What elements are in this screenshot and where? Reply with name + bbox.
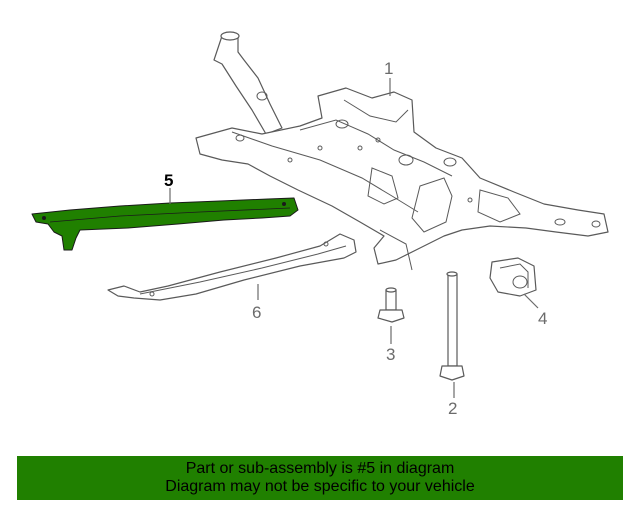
callout-6[interactable]: 6 (252, 303, 261, 322)
part-2-long-bolt[interactable] (439, 271, 465, 381)
callout-2[interactable]: 2 (448, 399, 457, 418)
callout-4[interactable]: 4 (538, 309, 547, 328)
callout-5[interactable]: 5 (164, 171, 173, 190)
diagram-notice-banner: Part or sub-assembly is #5 in diagram Di… (17, 456, 623, 500)
part-3-bolt[interactable] (377, 287, 405, 323)
banner-line-part-number: Part or sub-assembly is #5 in diagram (185, 460, 455, 477)
part-1-crossmember[interactable] (195, 31, 609, 271)
callout-1[interactable]: 1 (384, 59, 393, 78)
part-4-bushing[interactable] (489, 257, 537, 297)
banner-line-disclaimer: Diagram may not be specific to your vehi… (165, 478, 475, 495)
part-6-brace[interactable] (107, 233, 357, 301)
part-5-highlighted-bar[interactable] (31, 197, 299, 251)
leader-lines (169, 78, 539, 398)
exploded-parts-diagram: 1 2 3 4 5 6 (31, 31, 609, 418)
callout-3[interactable]: 3 (386, 345, 395, 364)
